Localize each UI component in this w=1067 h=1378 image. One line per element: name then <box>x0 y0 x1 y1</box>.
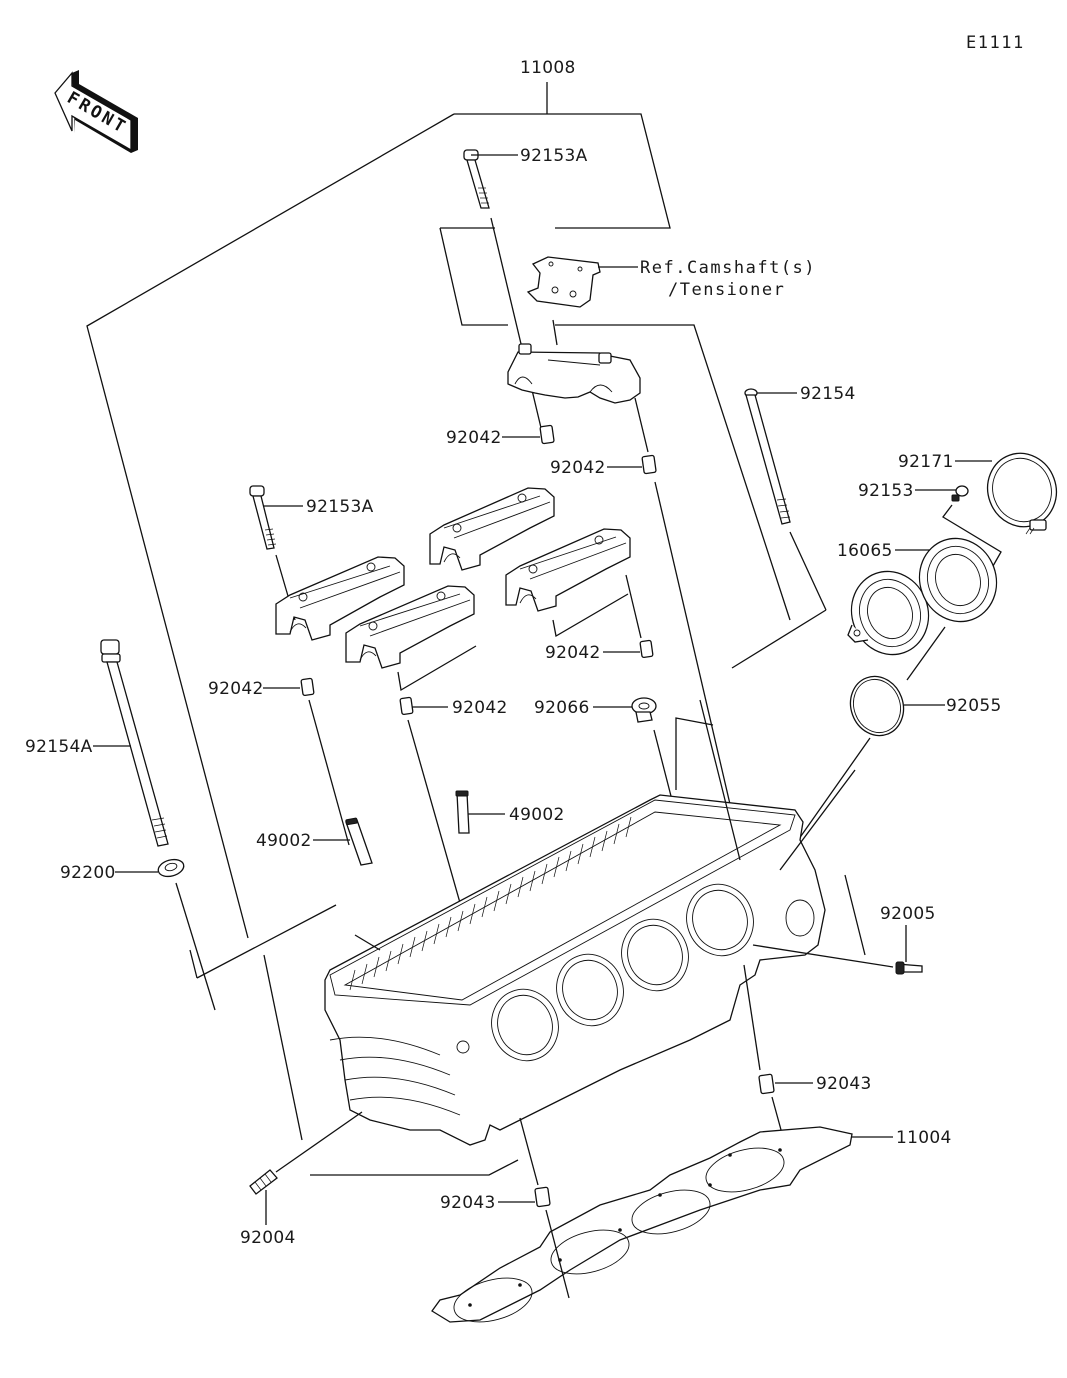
clamp-92171[interactable] <box>955 444 1067 537</box>
part-label-49002-b[interactable]: 49002 <box>509 805 565 825</box>
valve-guide-49002-a[interactable] <box>313 817 373 866</box>
part-label-92066[interactable]: 92066 <box>534 698 590 718</box>
diagram-code: E1111 <box>966 33 1025 53</box>
dowel-92042-c[interactable] <box>552 574 654 659</box>
part-label-11004[interactable]: 11004 <box>896 1128 952 1148</box>
camshaft-cap-3 <box>345 585 475 669</box>
camshaft-cap-2 <box>429 487 555 571</box>
holder-16065[interactable] <box>840 528 1008 681</box>
dowel-92042-a[interactable] <box>502 424 555 445</box>
part-label-92042-b[interactable]: 92042 <box>550 458 606 478</box>
part-label-92154a[interactable]: 92154A <box>25 737 93 757</box>
part-label-92004[interactable]: 92004 <box>240 1228 296 1248</box>
part-label-92043-a[interactable]: 92043 <box>816 1074 872 1094</box>
cylinder-head <box>324 794 826 1146</box>
part-label-92042-a[interactable]: 92042 <box>446 428 502 448</box>
part-label-92042-c[interactable]: 92042 <box>545 643 601 663</box>
dowel-92043-b[interactable] <box>498 1117 570 1299</box>
bolt-92154a[interactable] <box>93 639 169 847</box>
part-label-49002-a[interactable]: 49002 <box>256 831 312 851</box>
camshaft-cap-4 <box>505 528 631 612</box>
dowel-92042-b[interactable] <box>607 397 744 861</box>
part-label-16065[interactable]: 16065 <box>837 541 893 561</box>
leader-lines <box>263 699 856 1141</box>
stud-92004[interactable] <box>249 1111 363 1225</box>
front-arrow-icon: FRONT <box>54 70 138 153</box>
part-label-11008[interactable]: 11008 <box>520 58 576 78</box>
part-label-92042-e[interactable]: 92042 <box>452 698 508 718</box>
fitting-92005[interactable] <box>752 874 923 975</box>
part-label-92154[interactable]: 92154 <box>800 384 856 404</box>
bolt-92154[interactable] <box>744 388 827 611</box>
part-label-92153[interactable]: 92153 <box>858 481 914 501</box>
part-label-92005[interactable]: 92005 <box>880 904 936 924</box>
part-label-92153a-top[interactable]: 92153A <box>520 146 588 166</box>
ref-label-camshaft: Ref.Camshaft(s) <box>640 258 816 278</box>
plug-92066[interactable] <box>593 697 714 801</box>
part-label-92200[interactable]: 92200 <box>60 863 116 883</box>
head-gasket-11004[interactable] <box>431 1126 893 1330</box>
part-label-92042-d[interactable]: 92042 <box>208 679 264 699</box>
washer-92200[interactable] <box>115 857 216 1011</box>
head-side-fins <box>329 1036 461 1116</box>
tensioner-bracket <box>526 256 638 308</box>
assembly-frame-11008 <box>86 82 827 1176</box>
bolt-92153[interactable] <box>915 485 1002 567</box>
head-ports <box>491 883 754 1062</box>
dowel-92042-d[interactable] <box>263 677 350 846</box>
camshaft-cap-top <box>507 319 641 404</box>
part-label-92055[interactable]: 92055 <box>946 696 1002 716</box>
part-label-92153a-left[interactable]: 92153A <box>306 497 374 517</box>
head-fins <box>349 816 632 991</box>
part-label-92171[interactable]: 92171 <box>898 452 954 472</box>
ref-label-tensioner: /Tensioner <box>668 280 785 300</box>
bolt-92153a-top[interactable] <box>463 149 543 433</box>
part-label-92043-b[interactable]: 92043 <box>440 1193 496 1213</box>
valve-guide-49002-b[interactable] <box>455 790 505 834</box>
camshaft-cap-1 <box>275 556 405 641</box>
